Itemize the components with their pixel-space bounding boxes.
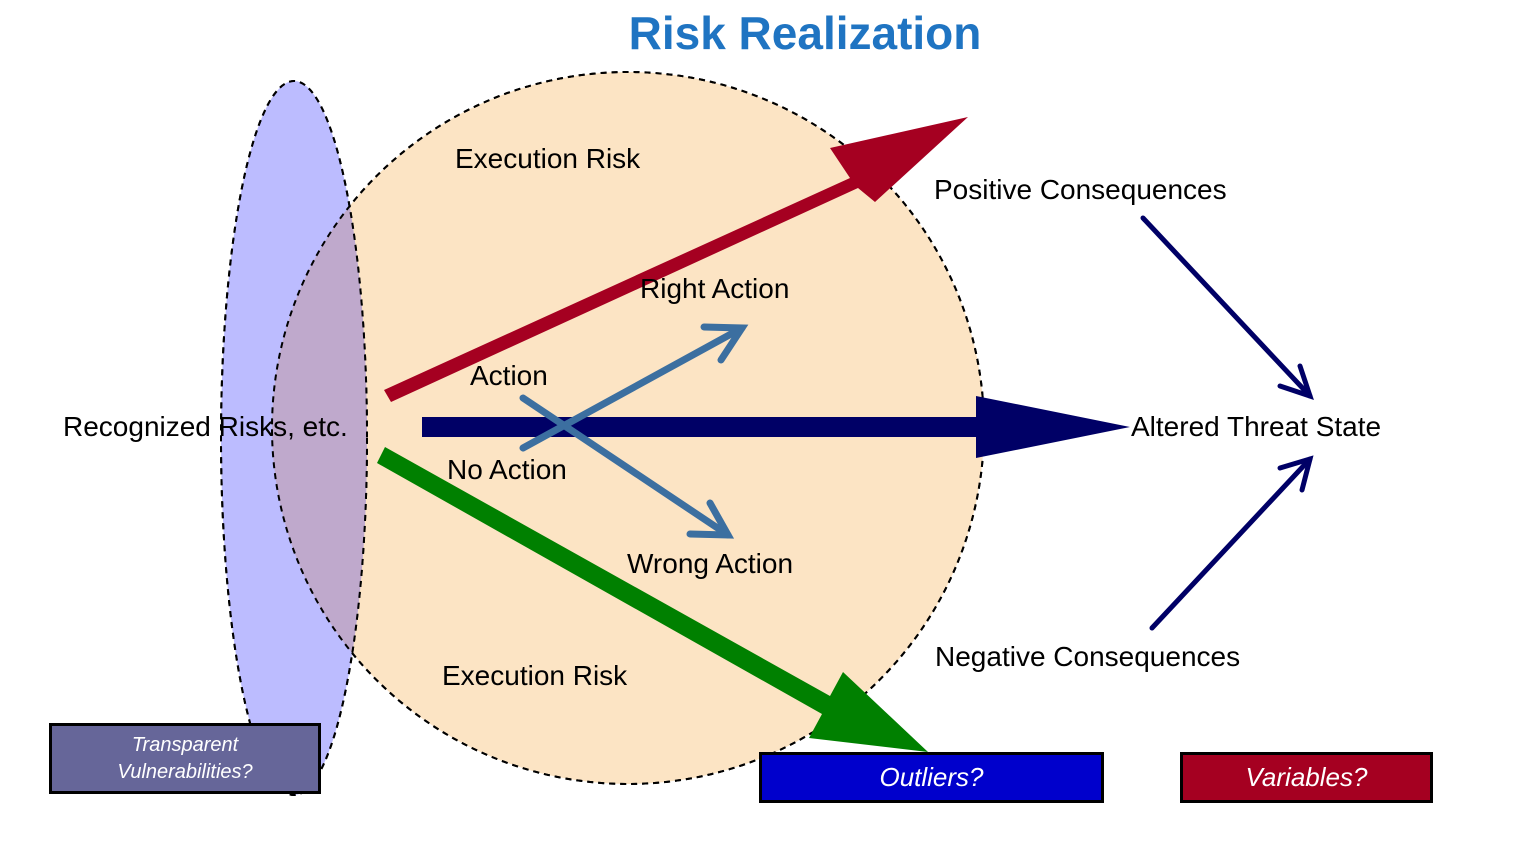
execution-risk-bottom-label: Execution Risk xyxy=(442,660,628,691)
no-action-label: No Action xyxy=(447,454,567,485)
right-action-arrow xyxy=(519,323,749,452)
positive-consequences-arrow xyxy=(1140,215,1314,400)
transparent-vulnerabilities-line-2: Vulnerabilities? xyxy=(117,760,253,783)
diagram-title: Risk Realization xyxy=(628,7,982,59)
action-label: Action xyxy=(470,360,548,391)
negative-consequences-label: Negative Consequences xyxy=(935,641,1241,672)
recognized-risks-label: Recognized Risks, etc. xyxy=(63,411,348,442)
altered-threat-state-label: Altered Threat State xyxy=(1131,411,1382,442)
execution-risk-top-label: Execution Risk xyxy=(455,143,641,174)
wrong-action-label: Wrong Action xyxy=(627,548,794,579)
negative-consequences-arrow xyxy=(1149,455,1314,631)
outliers-box: Outliers? xyxy=(759,752,1104,803)
positive-consequences-label: Positive Consequences xyxy=(934,174,1227,205)
wrong-action-arrow xyxy=(519,394,735,539)
transparent-vulnerabilities-line-1: Transparent xyxy=(131,733,239,756)
overlap-region xyxy=(272,81,367,784)
green-lower-arrow xyxy=(377,447,928,752)
right-action-label: Right Action xyxy=(640,273,790,304)
variables-label: Variables? xyxy=(1245,762,1368,792)
transparent-vulnerabilities-box: Transparent Vulnerabilities? xyxy=(49,723,321,794)
recognized-risks-ellipse-outline xyxy=(220,80,368,796)
variables-box: Variables? xyxy=(1180,752,1433,803)
red-upper-arrow xyxy=(384,117,968,402)
navy-main-arrow xyxy=(422,396,1130,458)
outliers-label: Outliers? xyxy=(879,762,984,792)
